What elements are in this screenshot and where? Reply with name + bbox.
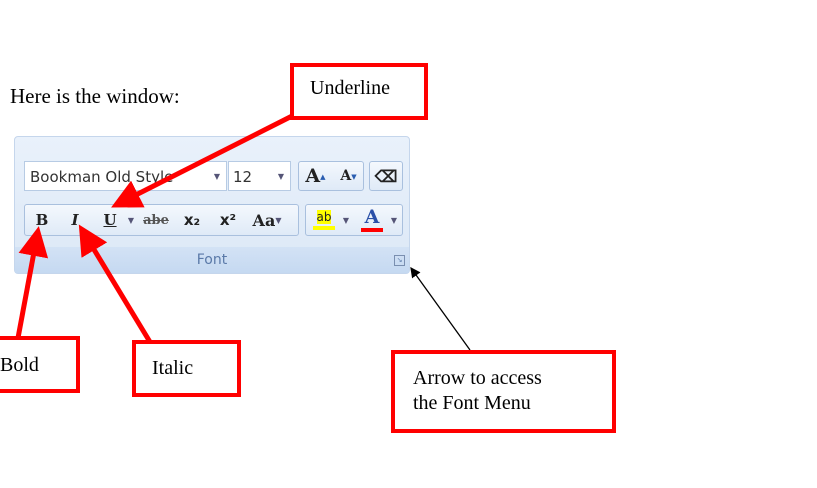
change-case-button[interactable]: Aa▼ bbox=[252, 210, 282, 230]
superscript-icon: x² bbox=[219, 211, 237, 229]
italic-callout: Italic bbox=[132, 340, 241, 397]
chevron-down-icon[interactable]: ▼ bbox=[277, 172, 284, 181]
intro-text: Here is the window: bbox=[10, 84, 180, 108]
subscript-button[interactable]: x₂ bbox=[175, 205, 209, 235]
dialog-launcher-icon[interactable]: ↘ bbox=[394, 255, 405, 266]
shrink-font-label: A bbox=[340, 168, 352, 184]
underline-callout-text: Underline bbox=[310, 77, 390, 99]
subscript-icon: x₂ bbox=[183, 211, 201, 229]
shrink-font-button[interactable]: A▼ bbox=[340, 168, 357, 184]
launcher-callout: Arrow to access the Font Menu bbox=[391, 350, 616, 433]
launcher-callout-line1: Arrow to access bbox=[413, 367, 542, 389]
italic-button[interactable]: I bbox=[60, 205, 90, 235]
highlighter-icon: ab bbox=[316, 210, 332, 224]
highlight-dropdown-icon[interactable]: ▼ bbox=[342, 215, 350, 225]
font-color-bar bbox=[361, 228, 383, 232]
superscript-button[interactable]: x² bbox=[211, 205, 245, 235]
underline-arrow bbox=[111, 109, 302, 208]
grow-font-label: A bbox=[305, 165, 321, 187]
font-size-value: 12 bbox=[233, 168, 253, 186]
clear-formatting-button[interactable]: ⌫ bbox=[369, 161, 403, 191]
italic-arrow bbox=[78, 224, 153, 344]
bold-callout-text: Bold bbox=[0, 354, 39, 376]
chevron-down-icon[interactable]: ▼ bbox=[213, 172, 220, 181]
font-color-dropdown-icon[interactable]: ▼ bbox=[390, 215, 398, 225]
bold-button[interactable]: B bbox=[27, 205, 57, 235]
underline-dropdown-icon[interactable]: ▼ bbox=[127, 215, 135, 225]
bold-callout: Bold bbox=[0, 336, 80, 393]
launcher-callout-line2: the Font Menu bbox=[413, 392, 531, 414]
font-size-buttons: A▲ A▼ bbox=[298, 161, 364, 191]
italic-callout-text: Italic bbox=[152, 357, 194, 379]
format-buttons: B I U ▼ abe x₂ x² Aa▼ bbox=[24, 204, 299, 236]
change-case-icon: Aa bbox=[252, 210, 276, 230]
font-color-button[interactable]: A bbox=[358, 205, 386, 235]
font-size-combo[interactable]: 12 ▼ bbox=[228, 161, 291, 191]
group-label: Font bbox=[196, 252, 228, 268]
highlight-color-bar bbox=[313, 226, 335, 230]
grow-font-button[interactable]: A▲ bbox=[305, 165, 326, 187]
font-color-icon: A bbox=[364, 206, 380, 228]
eraser-icon: ⌫ bbox=[374, 166, 398, 186]
strikethrough-icon: abe bbox=[143, 212, 169, 228]
italic-icon: I bbox=[71, 211, 79, 229]
bold-arrow bbox=[15, 226, 49, 339]
color-buttons: ab ▼ A ▼ bbox=[305, 204, 403, 236]
bold-icon: B bbox=[35, 211, 49, 229]
highlight-button[interactable]: ab bbox=[310, 205, 338, 235]
underline-callout: Underline bbox=[290, 63, 428, 120]
strikethrough-button[interactable]: abe bbox=[139, 205, 173, 235]
launcher-arrow bbox=[410, 266, 471, 351]
